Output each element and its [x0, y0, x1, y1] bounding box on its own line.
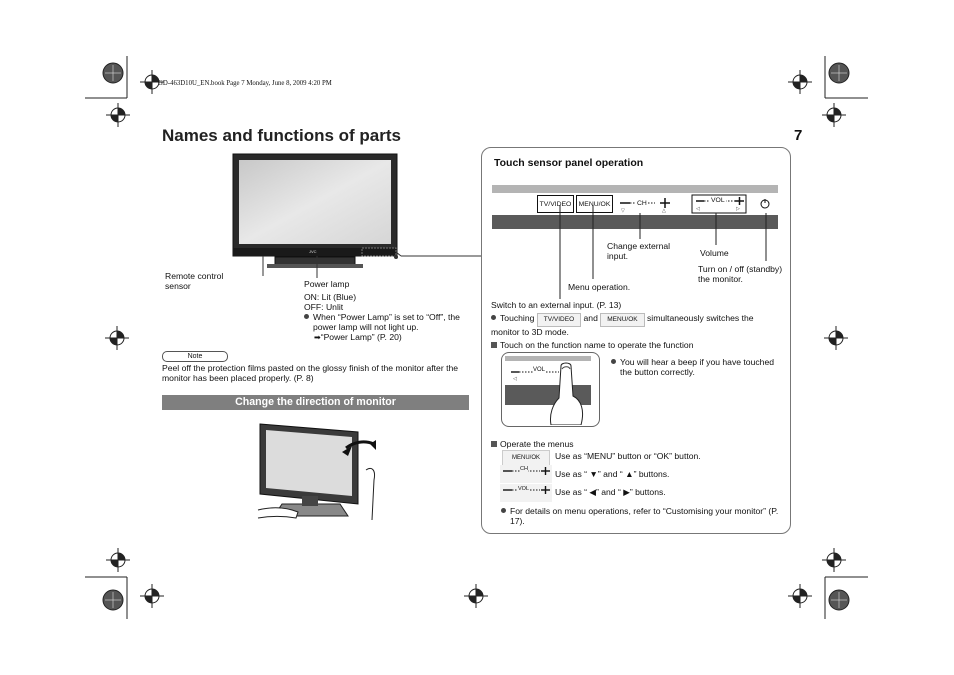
power-lamp-title: Power lamp [304, 279, 350, 289]
touch-sensor-panel-box [481, 147, 791, 534]
vol-left-icon: ◁ [696, 206, 700, 212]
square-bullet-icon [491, 342, 497, 348]
finger-touch-illustration [505, 356, 591, 425]
menu-callout: Menu operation. [568, 282, 631, 292]
ch-up-icon: △ [662, 208, 666, 214]
details-note: For details on menu operations, refer to… [501, 506, 785, 526]
monitor-logo: JVC [309, 249, 317, 254]
power-lamp-on: ON: Lit (Blue) [304, 292, 357, 302]
monitor-front-illustration [232, 153, 481, 278]
power-lamp-reference: ➡“Power Lamp” (P. 20) [304, 332, 474, 343]
panel-heading: Touch sensor panel operation [494, 157, 644, 169]
menuok-mini-key: MENU/OK [502, 450, 550, 466]
vol-small-label: VOL [533, 367, 546, 373]
power-lamp-bullet: When “Power Lamp” is set to “Off”, the p… [304, 312, 474, 332]
power-callout: Turn on / off (standby) the monitor. [698, 264, 783, 284]
bullet-icon [501, 508, 506, 513]
touch-demo-box [501, 352, 600, 427]
direction-heading: Change the direction of monitor [162, 395, 469, 410]
tvvideo-label: TV/VIDEO [539, 200, 572, 208]
vol-mini-label: VOL [518, 486, 530, 492]
ch-mini-key [500, 465, 552, 483]
switch-callout: Switch to an external input. (P. 13) [491, 300, 622, 310]
bullet-icon [611, 359, 616, 364]
monitor-swivel-illustration [257, 423, 376, 521]
vol-label: VOL [710, 197, 726, 204]
power-lamp-off: OFF: Unlit [304, 302, 344, 312]
note-badge: Note [162, 351, 228, 362]
touching-note: Touching TV/VIDEO and MENU/OK simultaneo… [491, 313, 754, 337]
remote-sensor-label: Remote control sensor [165, 271, 224, 291]
volume-callout: Volume [700, 248, 729, 258]
square-bullet-icon [491, 441, 497, 447]
ch-down-icon: ▽ [621, 208, 625, 214]
tvvideo-button-diagram: TV/VIDEO [537, 195, 574, 213]
menuok-button-diagram: MENU/OK [576, 195, 613, 213]
file-info: GD-463D10U_EN.book Page 7 Monday, June 8… [158, 80, 332, 87]
change-input-callout: Change external input. [607, 241, 671, 261]
use-ch-text: Use as “ ▼” and “ ▲” buttons. [555, 469, 670, 479]
page-title: Names and functions of parts [162, 126, 401, 145]
page-number: 7 [794, 127, 803, 144]
vol-left-small-icon: ◁ [513, 376, 517, 382]
beep-note: You will hear a beep if you have touched… [611, 357, 787, 377]
arrow-right-icon: ➡ [314, 333, 321, 342]
vol-right-icon: ▷ [736, 206, 740, 212]
use-menu-text: Use as “MENU” button or “OK” button. [555, 451, 701, 461]
tvvideo-key: TV/VIDEO [536, 313, 582, 327]
ch-mini-label: CH [520, 466, 528, 472]
bullet-icon [491, 315, 496, 320]
power-lamp-ref-link[interactable]: “Power Lamp” (P. 20) [320, 332, 402, 342]
callout-lines [559, 205, 767, 299]
power-lamp-callout: Power lamp ON: Lit (Blue) OFF: Unlit Whe… [304, 279, 474, 343]
vol-mini-key [500, 484, 552, 502]
touch-function-heading: Touch on the function name to operate th… [491, 340, 694, 350]
menuok-label: MENU/OK [578, 200, 611, 208]
note-text: Peel off the protection films pasted on … [162, 363, 459, 383]
operate-menus-heading: Operate the menus [491, 439, 574, 449]
bullet-icon [304, 314, 309, 319]
use-vol-text: Use as “ ◀” and “ ▶” buttons. [555, 487, 666, 497]
ch-label: CH [636, 200, 648, 207]
menuok-key: MENU/OK [600, 313, 645, 327]
